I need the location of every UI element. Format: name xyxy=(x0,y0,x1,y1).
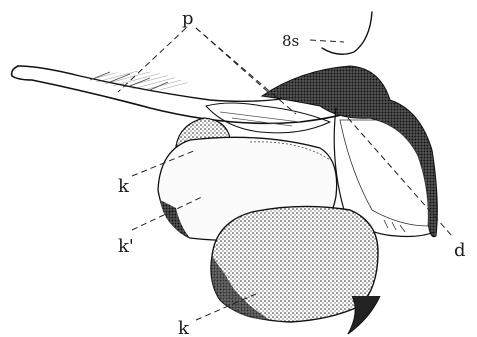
label-ss: 8s xyxy=(282,32,299,50)
lower-lobe-k xyxy=(211,206,380,334)
label-k-upper: k xyxy=(118,176,130,197)
label-k-lower: k xyxy=(178,318,190,337)
label-k-prime: k' xyxy=(118,236,134,257)
label-p: p xyxy=(182,8,194,29)
ss-curve xyxy=(322,12,372,54)
label-d: d xyxy=(454,240,466,261)
